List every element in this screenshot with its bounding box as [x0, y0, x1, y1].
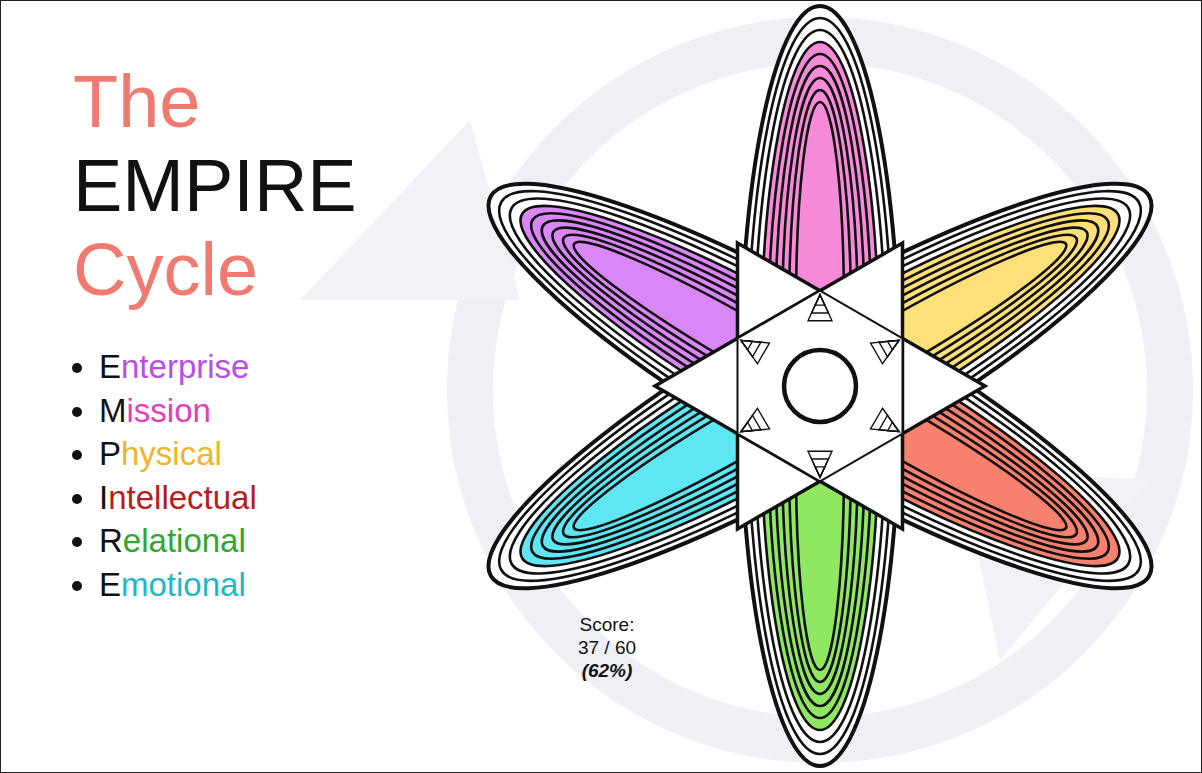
area-item: Intellectual	[99, 476, 257, 520]
watermark	[300, 40, 1170, 740]
area-list: EnterpriseMissionPhysicalIntellectualRel…	[75, 345, 257, 606]
title-word: EMPIRE	[73, 144, 357, 228]
area-item: Emotional	[99, 563, 257, 607]
area-item: Relational	[99, 519, 257, 563]
petals	[451, 6, 1189, 766]
area-item: Enterprise	[99, 345, 257, 389]
title-word: Cycle	[73, 228, 357, 312]
score-text: Score:	[547, 613, 667, 636]
hexagram	[655, 243, 985, 529]
title: The EMPIRE Cycle	[73, 60, 357, 312]
score-text: 37 / 60	[547, 636, 667, 659]
petal	[451, 127, 880, 490]
title-word: The	[73, 60, 357, 144]
area-item: Physical	[99, 432, 257, 476]
petal	[451, 282, 880, 645]
area-item: Mission	[99, 389, 257, 433]
score-text: (62%)	[547, 659, 667, 682]
petal	[760, 127, 1189, 490]
score-block: Score:37 / 60(62%)	[547, 613, 667, 682]
